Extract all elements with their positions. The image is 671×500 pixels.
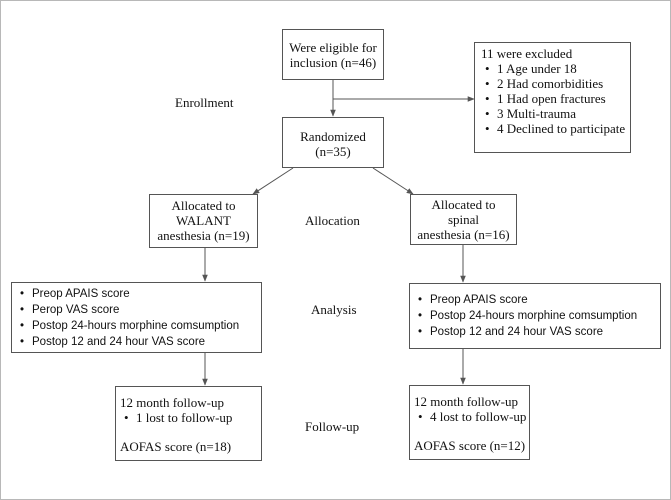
walant-allocation-box: Allocated to WALANT anesthesia (n=19) bbox=[149, 194, 258, 248]
spinal-analysis-item: Preop APAIS score bbox=[414, 292, 660, 308]
spinal-allocation-line-1: Allocated to bbox=[431, 197, 496, 212]
walant-analysis-item: Perop VAS score bbox=[16, 302, 261, 318]
randomized-line-2: (n=35) bbox=[315, 144, 351, 159]
spinal-followup-title: 12 month follow-up bbox=[414, 394, 518, 409]
excluded-title: 11 were excluded bbox=[481, 46, 573, 61]
stage-label-analysis: Analysis bbox=[311, 302, 357, 317]
walant-analysis-list: Preop APAIS score Perop VAS score Postop… bbox=[16, 286, 261, 350]
excluded-list: 1 Age under 18 2 Had comorbidities 1 Had… bbox=[481, 61, 630, 136]
arrow-randomized-to-walant bbox=[252, 167, 294, 195]
excluded-item: 4 Declined to participate bbox=[481, 121, 630, 136]
spinal-followup-lost: 4 lost to follow-up bbox=[414, 409, 529, 424]
randomized-line-1: Randomized bbox=[300, 129, 366, 144]
excluded-item: 1 Had open fractures bbox=[481, 91, 630, 106]
walant-analysis-item: Postop 12 and 24 hour VAS score bbox=[16, 334, 261, 350]
walant-followup-list: 1 lost to follow-up bbox=[120, 410, 261, 425]
stage-label-followup: Follow-up bbox=[305, 419, 360, 434]
walant-followup-lost: 1 lost to follow-up bbox=[120, 410, 261, 425]
walant-followup-score: AOFAS score (n=18) bbox=[120, 439, 232, 454]
walant-followup-title: 12 month follow-up bbox=[120, 395, 224, 410]
randomized-box: Randomized (n=35) bbox=[282, 117, 384, 168]
spinal-followup-list: 4 lost to follow-up bbox=[414, 409, 529, 424]
walant-allocation-line-2: WALANT bbox=[176, 213, 231, 228]
excluded-item: 3 Multi-trauma bbox=[481, 106, 630, 121]
excluded-item: 1 Age under 18 bbox=[481, 61, 630, 76]
arrow-randomized-to-spinal bbox=[372, 167, 414, 195]
spinal-analysis-box: Preop APAIS score Postop 24-hours morphi… bbox=[409, 283, 661, 349]
spinal-analysis-list: Preop APAIS score Postop 24-hours morphi… bbox=[414, 292, 660, 340]
walant-analysis-item: Preop APAIS score bbox=[16, 286, 261, 302]
walant-analysis-item: Postop 24-hours morphine comsumption bbox=[16, 318, 261, 334]
walant-allocation-line-1: Allocated to bbox=[171, 198, 236, 213]
eligible-box: Were eligible for inclusion (n=46) bbox=[282, 29, 384, 80]
spinal-analysis-item: Postop 12 and 24 hour VAS score bbox=[414, 324, 660, 340]
spinal-allocation-line-3: anesthesia (n=16) bbox=[417, 227, 510, 242]
walant-analysis-box: Preop APAIS score Perop VAS score Postop… bbox=[11, 282, 262, 353]
excluded-box: 11 were excluded 1 Age under 18 2 Had co… bbox=[474, 42, 631, 153]
eligible-line-2: inclusion (n=46) bbox=[289, 55, 377, 70]
stage-label-allocation: Allocation bbox=[305, 213, 360, 228]
walant-followup-box: 12 month follow-up 1 lost to follow-up A… bbox=[115, 386, 262, 461]
stage-label-enrollment: Enrollment bbox=[175, 95, 234, 110]
spinal-followup-score: AOFAS score (n=12) bbox=[414, 438, 526, 453]
spinal-allocation-line-2: spinal bbox=[447, 212, 480, 227]
walant-allocation-line-3: anesthesia (n=19) bbox=[157, 228, 250, 243]
spinal-allocation-box: Allocated to spinal anesthesia (n=16) bbox=[410, 194, 517, 245]
spinal-analysis-item: Postop 24-hours morphine comsumption bbox=[414, 308, 660, 324]
spinal-followup-box: 12 month follow-up 4 lost to follow-up A… bbox=[409, 385, 530, 460]
eligible-line-1: Were eligible for bbox=[289, 40, 377, 55]
excluded-item: 2 Had comorbidities bbox=[481, 76, 630, 91]
